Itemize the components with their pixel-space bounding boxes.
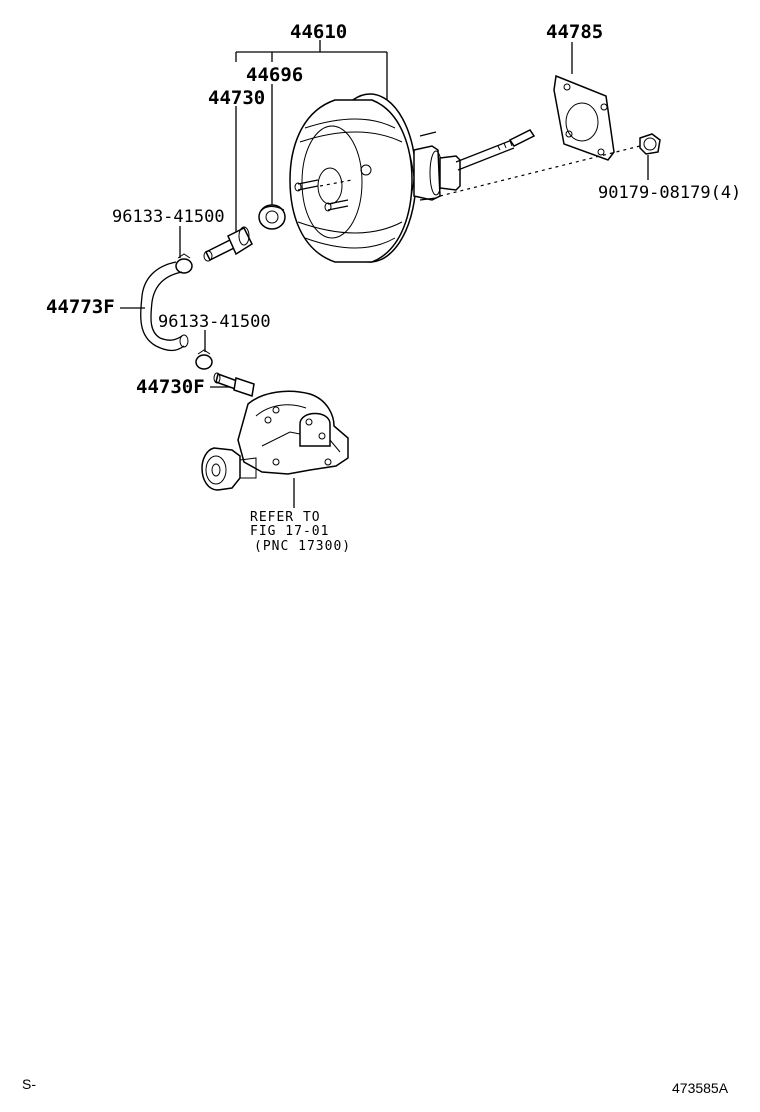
union-upper	[203, 226, 253, 262]
grommet	[258, 204, 286, 230]
footer-left-code: S-	[22, 1076, 36, 1092]
flange-nut	[639, 133, 661, 155]
engine-cover	[201, 390, 349, 491]
refer-line-2: FIG 17-01	[250, 524, 329, 539]
label-44773f: 44773F	[46, 296, 115, 318]
refer-note: REFER TO FIG 17-01 (PNC 17300)	[250, 510, 351, 554]
gasket	[553, 74, 615, 161]
label-44730f: 44730F	[136, 376, 205, 398]
assembly-line-front	[319, 179, 353, 187]
label-44610: 44610	[290, 21, 347, 43]
label-96133-lower: 96133-41500	[158, 312, 271, 332]
union-lower	[213, 372, 255, 397]
label-90179: 90179-08179(4)	[598, 183, 741, 203]
label-96133-upper: 96133-41500	[112, 207, 225, 227]
label-44730: 44730	[208, 87, 265, 109]
hose-clip-upper	[175, 253, 193, 274]
part-labels: 44610 44785 44696 44730 96133-41500 4477…	[46, 21, 741, 398]
brake-booster	[289, 93, 536, 263]
label-44785: 44785	[546, 21, 603, 43]
hose-clip-lower	[195, 349, 213, 370]
refer-line-3: (PNC 17300)	[254, 539, 351, 554]
refer-line-1: REFER TO	[250, 510, 321, 525]
footer-illustration-id: 473585A	[672, 1080, 729, 1096]
leader-lines	[120, 40, 649, 508]
label-44696: 44696	[246, 64, 303, 86]
vacuum-hose	[140, 261, 189, 352]
